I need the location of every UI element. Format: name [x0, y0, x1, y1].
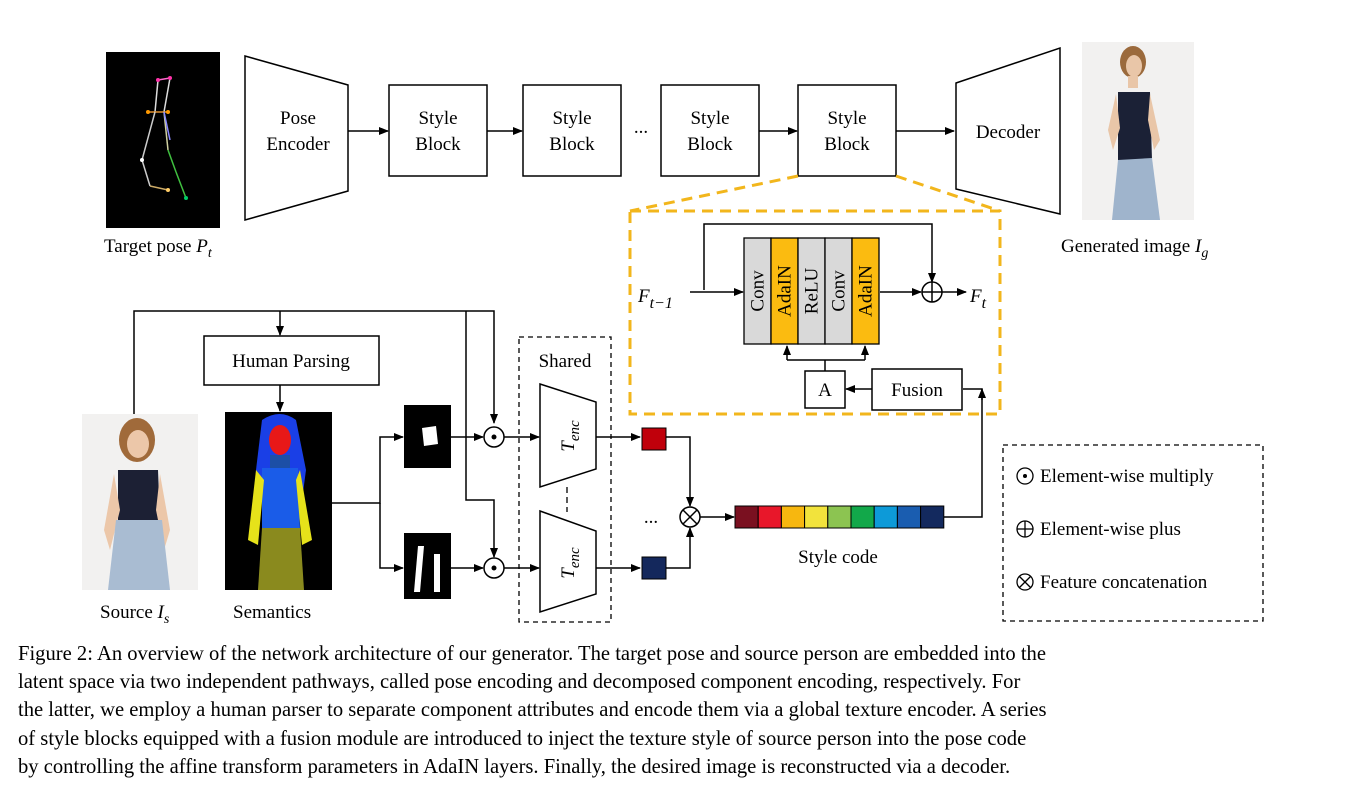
human-parsing-label: Human Parsing: [232, 351, 350, 372]
target-pose-label: Target pose Pt: [104, 236, 213, 261]
legend-plus-text: Element-wise plus: [1040, 519, 1181, 540]
layer-label-4: Conv: [829, 270, 850, 312]
caption-line-3: the latter, we employ a human parser to …: [18, 699, 1047, 722]
legend-item-concat: Feature concatenation: [1016, 572, 1208, 593]
feature-square-1: [641, 427, 667, 451]
plus-operator: [921, 281, 943, 303]
style-code-cell-6: [850, 505, 875, 529]
style-block-1-label-1: Style: [418, 108, 457, 129]
layer-adain-5: [851, 237, 880, 345]
feature-square-2: [641, 556, 667, 580]
style-block-detail-frame: [628, 174, 1002, 416]
architecture-diagram: Target pose Pt Pose Encoder Style Block …: [82, 42, 1264, 627]
pose-encoder-label-1: Pose: [280, 108, 316, 129]
texture-encoder-1-label: Tenc: [558, 420, 583, 452]
style-code-cell-7: [873, 505, 898, 529]
layer-conv-4: [824, 237, 853, 345]
style-code-cell-8: [896, 505, 922, 529]
style-block-1: [388, 84, 488, 177]
figure-caption: Figure 2: An overview of the network arc…: [18, 640, 1340, 781]
decoder: [955, 46, 1061, 215]
style-block-3-label-2: Block: [687, 134, 733, 155]
multiply-operator-1: [483, 426, 505, 448]
caption-line-1: Figure 2: An overview of the network arc…: [18, 643, 1046, 665]
mask-arms: [404, 533, 451, 599]
layer-conv-1: [743, 237, 772, 345]
legend-multiply-text: Element-wise multiply: [1040, 466, 1214, 487]
source-image: [82, 414, 198, 590]
pose-encoder-label-2: Encoder: [266, 134, 330, 155]
style-code-cell-9: [920, 505, 945, 529]
layer-stack: Conv AdaIN ReLU Conv AdaIN: [743, 237, 880, 345]
layer-label-3: ReLU: [802, 268, 823, 315]
generated-image: [1082, 42, 1194, 220]
legend-item-plus: Element-wise plus: [1016, 519, 1181, 540]
style-block-4-label-1: Style: [827, 108, 866, 129]
caption-line-4: of style blocks equipped with a fusion m…: [18, 727, 1027, 750]
shared-label: Shared: [539, 351, 592, 372]
style-code-cell-4: [804, 505, 829, 529]
style-code-cell-2: [757, 505, 782, 529]
legend-frame: [1002, 444, 1264, 622]
layer-adain-2: [770, 237, 799, 345]
style-block-2-label-2: Block: [549, 134, 595, 155]
layer-label-1: Conv: [748, 270, 769, 312]
target-pose-image: [106, 52, 220, 228]
caption-line-5: by controlling the affine transform para…: [18, 755, 1011, 778]
texture-encoder-2: [539, 509, 597, 614]
texture-encoder-2-label: Tenc: [558, 547, 583, 579]
style-code-bar: [734, 505, 945, 529]
pose-encoder: [244, 55, 349, 221]
source-label: Source Is: [100, 602, 170, 627]
style-code-cell-1: [734, 505, 759, 529]
legend-item-multiply: Element-wise multiply: [1016, 466, 1214, 487]
shared-encoder-frame: [518, 336, 612, 623]
semantics-image: [225, 412, 332, 590]
feature-ellipsis: ...: [644, 507, 658, 528]
style-block-3: [660, 84, 760, 177]
f-prev-label: Ft−1: [637, 286, 673, 312]
layer-label-5: AdaIN: [856, 265, 877, 317]
style-block-ellipsis: ...: [634, 117, 648, 138]
texture-encoder-1: [539, 382, 597, 489]
decoder-label: Decoder: [976, 122, 1041, 143]
style-code-label: Style code: [798, 547, 878, 568]
style-code-cell-3: [780, 505, 806, 529]
semantics-label: Semantics: [233, 602, 311, 623]
style-block-2: [522, 84, 622, 177]
human-parsing-box: [203, 335, 380, 386]
generated-image-label: Generated image Ig: [1061, 236, 1208, 261]
multiply-operator-2: [483, 557, 505, 579]
fusion-label: Fusion: [891, 380, 943, 401]
style-block-4-label-2: Block: [824, 134, 870, 155]
layer-label-2: AdaIN: [775, 265, 796, 317]
style-block-1-label-2: Block: [415, 134, 461, 155]
f-next-label: Ft: [969, 286, 987, 312]
style-block-2-label-1: Style: [552, 108, 591, 129]
layer-relu-3: [797, 237, 826, 345]
style-code-cell-5: [827, 505, 852, 529]
a-box-label: A: [818, 380, 832, 401]
mask-face: [404, 405, 451, 468]
caption-line-2: latent space via two independent pathway…: [18, 671, 1021, 694]
legend-concat-text: Feature concatenation: [1040, 572, 1208, 593]
style-block-3-label-1: Style: [690, 108, 729, 129]
style-block-4: [797, 84, 897, 177]
concat-operator: [679, 506, 701, 528]
